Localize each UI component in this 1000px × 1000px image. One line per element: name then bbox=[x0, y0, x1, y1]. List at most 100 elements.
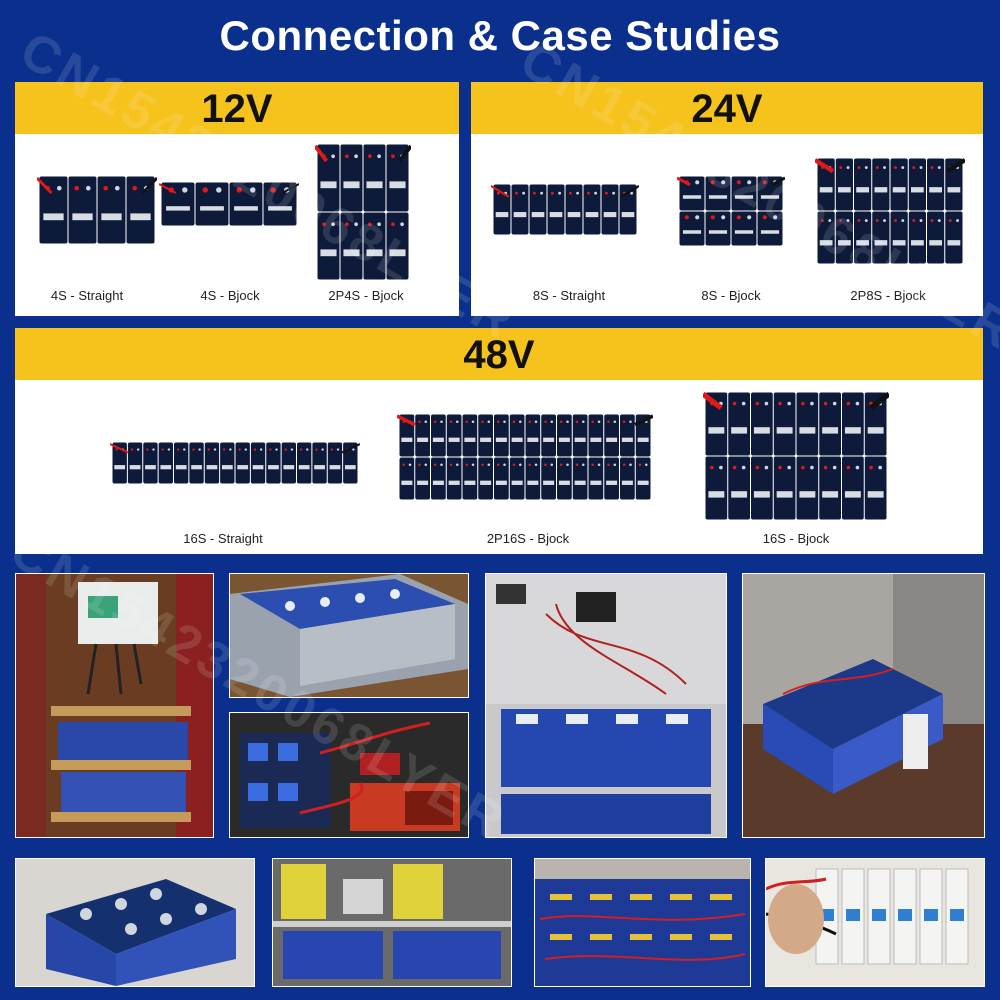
battery-cell bbox=[112, 442, 127, 484]
negative-terminal bbox=[540, 191, 544, 195]
battery-cell bbox=[327, 442, 343, 484]
battery-cell bbox=[97, 176, 126, 244]
busbar bbox=[329, 465, 341, 470]
battery-cell bbox=[399, 414, 415, 457]
battery-cell bbox=[728, 392, 750, 456]
negative-terminal bbox=[114, 185, 120, 191]
busbar bbox=[606, 480, 618, 485]
busbar bbox=[558, 437, 570, 442]
busbar bbox=[819, 240, 833, 246]
negative-terminal bbox=[613, 463, 617, 466]
busbar bbox=[531, 212, 545, 218]
busbar bbox=[114, 465, 126, 470]
negative-terminal bbox=[878, 465, 882, 470]
battery-cell bbox=[399, 457, 415, 500]
battery-cell bbox=[446, 457, 462, 500]
busbar bbox=[603, 212, 617, 218]
positive-cable bbox=[491, 185, 510, 198]
battery-cell bbox=[705, 176, 731, 211]
battery-cell bbox=[229, 182, 263, 226]
panel-24v: 24V 8S - Straight 8S - Bjock 2P8S - Bjoc… bbox=[471, 82, 983, 316]
busbar bbox=[682, 195, 702, 199]
busbar bbox=[731, 427, 748, 434]
battery-cell bbox=[731, 176, 757, 211]
battery-cell bbox=[220, 442, 235, 484]
busbar bbox=[527, 437, 539, 442]
battery-cell bbox=[511, 184, 529, 235]
busbar bbox=[844, 491, 861, 498]
positive-terminal bbox=[846, 465, 851, 470]
busbar bbox=[867, 491, 884, 498]
busbar bbox=[929, 240, 943, 246]
positive-terminal bbox=[710, 465, 714, 470]
negative-terminal bbox=[321, 448, 324, 451]
diagram-8s-straight bbox=[491, 184, 639, 235]
positive-terminal bbox=[223, 448, 226, 451]
busbar bbox=[343, 181, 360, 189]
busbar bbox=[511, 480, 523, 485]
voltage-band-48v: 48V bbox=[15, 328, 983, 380]
negative-terminal bbox=[534, 420, 538, 423]
negative-terminal bbox=[503, 420, 506, 423]
positive-terminal bbox=[433, 420, 437, 423]
battery-cell bbox=[509, 457, 525, 500]
battery-cell bbox=[864, 392, 887, 456]
negative-terminal bbox=[487, 463, 491, 466]
negative-terminal bbox=[597, 420, 601, 423]
photo-aluminum-battery-case bbox=[229, 573, 469, 698]
battery-cell bbox=[462, 457, 478, 500]
battery-cell bbox=[757, 211, 783, 246]
battery-cell bbox=[297, 442, 312, 484]
busbar bbox=[753, 427, 770, 434]
busbar bbox=[464, 437, 476, 442]
battery-cell bbox=[235, 442, 250, 484]
battery-cell bbox=[635, 457, 651, 500]
negative-terminal bbox=[901, 219, 905, 222]
busbar bbox=[543, 480, 555, 485]
negative-cable bbox=[634, 414, 653, 427]
busbar bbox=[910, 187, 924, 193]
caption-8s-bjock: 8S - Bjock bbox=[701, 288, 761, 303]
negative-terminal bbox=[331, 154, 335, 159]
negative-terminal bbox=[864, 219, 868, 222]
negative-terminal bbox=[259, 448, 263, 451]
negative-terminal bbox=[582, 463, 585, 466]
photo-cells-closeup bbox=[15, 858, 255, 987]
photo-daly-bms-wiring bbox=[229, 712, 469, 838]
busbar bbox=[856, 240, 870, 246]
negative-terminal bbox=[250, 187, 256, 193]
negative-terminal bbox=[354, 154, 358, 159]
busbar bbox=[822, 427, 839, 434]
positive-terminal bbox=[465, 420, 468, 423]
positive-cable bbox=[677, 176, 691, 187]
battery-cell bbox=[281, 442, 296, 484]
positive-terminal bbox=[591, 463, 594, 466]
positive-terminal bbox=[568, 191, 572, 195]
battery-cell bbox=[529, 184, 547, 235]
positive-terminal bbox=[315, 448, 318, 451]
battery-cell bbox=[509, 414, 525, 457]
positive-terminal bbox=[433, 463, 437, 466]
negative-terminal bbox=[695, 180, 700, 185]
negative-terminal bbox=[855, 401, 860, 406]
busbar bbox=[175, 465, 187, 470]
busbar bbox=[543, 437, 555, 442]
battery-cell bbox=[263, 182, 297, 226]
positive-terminal bbox=[544, 463, 547, 466]
battery-cell bbox=[266, 442, 281, 484]
busbar bbox=[160, 465, 172, 470]
battery-cell bbox=[872, 158, 890, 211]
positive-terminal bbox=[894, 219, 897, 222]
negative-terminal bbox=[471, 420, 475, 423]
positive-terminal bbox=[591, 420, 594, 423]
positive-terminal bbox=[132, 185, 138, 191]
battery-cell bbox=[705, 456, 728, 520]
busbar bbox=[731, 491, 748, 498]
busbar bbox=[856, 187, 870, 193]
positive-terminal bbox=[449, 420, 453, 423]
battery-cell bbox=[195, 182, 229, 226]
negative-terminal bbox=[522, 191, 526, 195]
negative-terminal bbox=[306, 448, 309, 451]
battery-cell bbox=[547, 184, 565, 235]
battery-cell bbox=[773, 392, 796, 456]
